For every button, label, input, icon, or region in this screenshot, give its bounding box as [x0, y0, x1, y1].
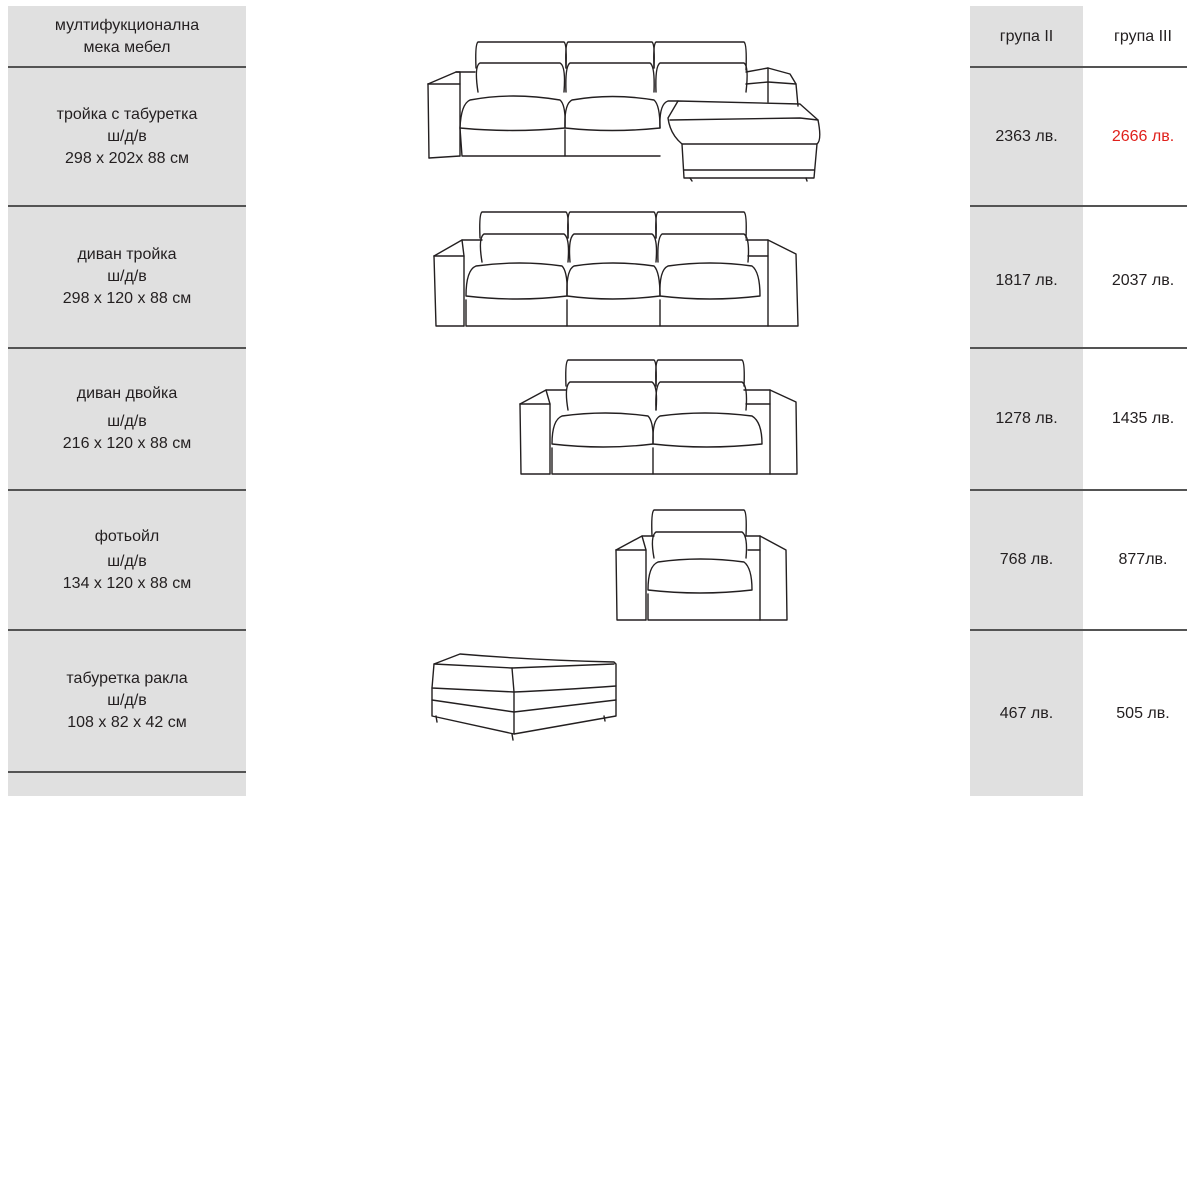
group3-price: 877лв. [1118, 551, 1168, 568]
dimensions-label: ш/д/в [107, 127, 147, 145]
table-row-label: табуретка ракла ш/д/в 108 x 82 x 42 см [8, 631, 246, 771]
dimensions-value: 216 x 120 x 88 см [62, 435, 192, 452]
group3-price: 2037 лв. [1111, 272, 1175, 289]
header-group3: група III [1114, 28, 1172, 45]
two-seat-sofa-drawing [519, 359, 798, 475]
divider [8, 205, 246, 207]
table-row-label: диван двойка ш/д/в 216 x 120 x 88 см [8, 349, 246, 489]
product-name: фотьойл [94, 527, 160, 545]
divider [970, 66, 1187, 68]
divider [8, 629, 246, 631]
table-row-label: тройка с табуретка ш/д/в 298 x 202x 88 с… [8, 68, 246, 205]
group3-price: 1435 лв. [1111, 410, 1175, 427]
storage-ottoman-drawing [431, 653, 617, 741]
divider [8, 66, 246, 68]
table-row-label: диван тройка ш/д/в 298 x 120 x 88 см [8, 207, 246, 347]
header-title-line1: мултифукционална [54, 17, 200, 34]
divider [8, 489, 246, 491]
header-title-line2: мека мебел [83, 39, 171, 56]
dimensions-value: 298 x 202x 88 см [65, 149, 189, 167]
group2-price: 768 лв. [999, 551, 1054, 568]
dimensions-label: ш/д/в [107, 552, 147, 570]
divider [970, 205, 1187, 207]
product-name: тройка с табуретка [56, 105, 198, 123]
three-seat-sofa-drawing [433, 211, 799, 327]
product-name: табуретка ракла [66, 670, 188, 687]
product-name: диван двойка [76, 385, 178, 402]
left-column-background [8, 6, 246, 796]
dimensions-label: ш/д/в [107, 692, 147, 709]
divider [970, 629, 1187, 631]
group2-price: 1278 лв. [995, 410, 1058, 427]
group2-price: 1817 лв. [995, 272, 1058, 289]
table-header-title: мултифукционална мека мебел [8, 8, 246, 66]
group3-price: 505 лв. [1116, 704, 1170, 722]
dimensions-value: 108 x 82 x 42 см [67, 714, 187, 731]
group2-column-background [970, 6, 1083, 796]
dimensions-label: ш/д/в [107, 413, 147, 430]
divider [8, 771, 246, 773]
divider [970, 489, 1187, 491]
armchair-drawing [615, 509, 788, 621]
dimensions-value: 298 x 120 x 88 см [62, 290, 192, 307]
header-group2: група II [999, 28, 1054, 45]
dimensions-value: 134 x 120 x 88 см [62, 574, 192, 592]
table-row-label: фотьойл ш/д/в 134 x 120 x 88 см [8, 491, 246, 629]
dimensions-label: ш/д/в [107, 268, 147, 285]
product-name: диван тройка [77, 246, 177, 263]
group3-price: 2666 лв. [1111, 127, 1175, 145]
corner-sofa-with-ottoman-drawing [427, 41, 821, 182]
group2-price: 467 лв. [999, 704, 1054, 722]
divider [8, 347, 246, 349]
group2-price: 2363 лв. [995, 127, 1058, 145]
divider [970, 347, 1187, 349]
